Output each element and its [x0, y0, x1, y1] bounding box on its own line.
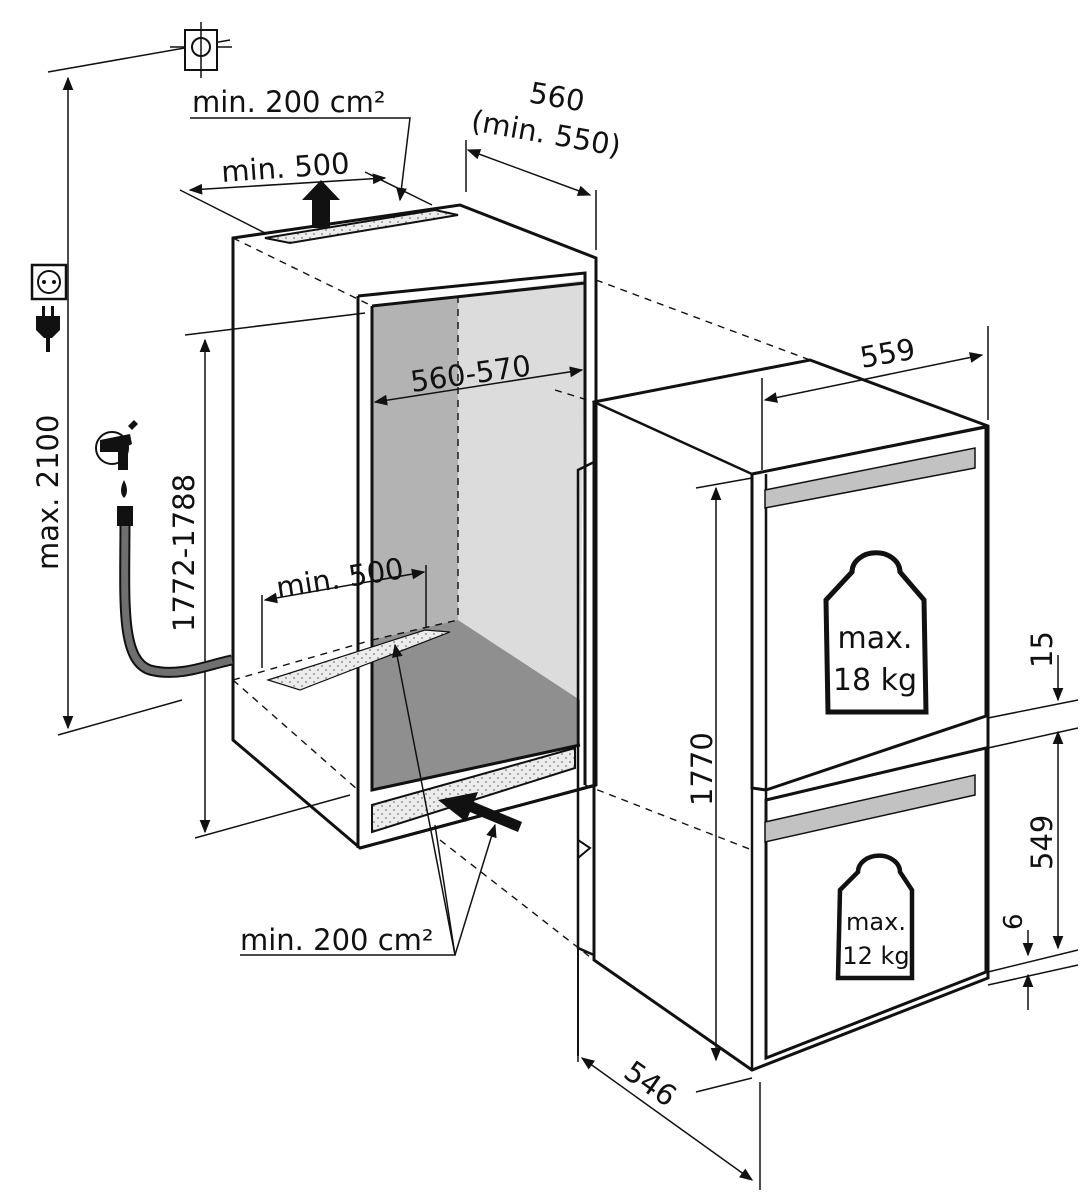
bottom-ventilation-grille-rear	[266, 629, 451, 691]
dimension-lines	[47, 39, 1079, 1190]
upper-load-line2: 18 kg	[833, 663, 917, 698]
flush-mount-icon	[170, 22, 232, 78]
niche-hidden-edges	[232, 237, 459, 791]
lower-load-line1: max.	[846, 908, 906, 936]
upper-load-icon: max. 18 kg	[823, 550, 929, 715]
lower-load-line2: 12 kg	[842, 942, 909, 970]
niche-interior-floor	[372, 620, 580, 790]
upper-handle	[764, 447, 976, 509]
label-niche-depth-min: (min. 550)	[469, 103, 624, 163]
plug-icon	[36, 306, 60, 352]
lower-handle	[764, 774, 976, 843]
niche-cabinet	[231, 203, 598, 850]
bottom-ventilation-grille-front	[371, 746, 576, 834]
upper-door	[750, 425, 988, 792]
power-socket-icon	[30, 263, 68, 301]
label-vent-top-area: min. 200 cm²	[192, 85, 386, 119]
label-niche-depth: 560	[527, 75, 587, 118]
label-appliance-height: 1770	[685, 732, 719, 806]
appliance	[576, 358, 990, 1072]
label-gap-bottom: 6	[999, 913, 1029, 930]
top-ventilation-grille	[264, 208, 459, 245]
airflow-up-arrow	[302, 180, 340, 228]
label-vent-top-width: min. 500	[220, 146, 351, 189]
label-appliance-width: 559	[857, 332, 917, 375]
lower-load-icon: max. 12 kg	[835, 853, 915, 981]
label-vent-bottom-area: min. 200 cm²	[240, 923, 434, 957]
water-tap-icon	[95, 420, 138, 498]
airflow-in-arrow	[438, 792, 522, 832]
label-gap-top: 15	[1025, 631, 1059, 668]
label-niche-height: 1772-1788	[167, 474, 201, 632]
label-appliance-depth: 546	[618, 1054, 683, 1114]
label-drawer-height: 549	[1025, 815, 1059, 870]
upper-load-line1: max.	[838, 621, 913, 656]
niche-interior-back	[372, 296, 458, 640]
label-max-height: max. 2100	[31, 415, 65, 570]
